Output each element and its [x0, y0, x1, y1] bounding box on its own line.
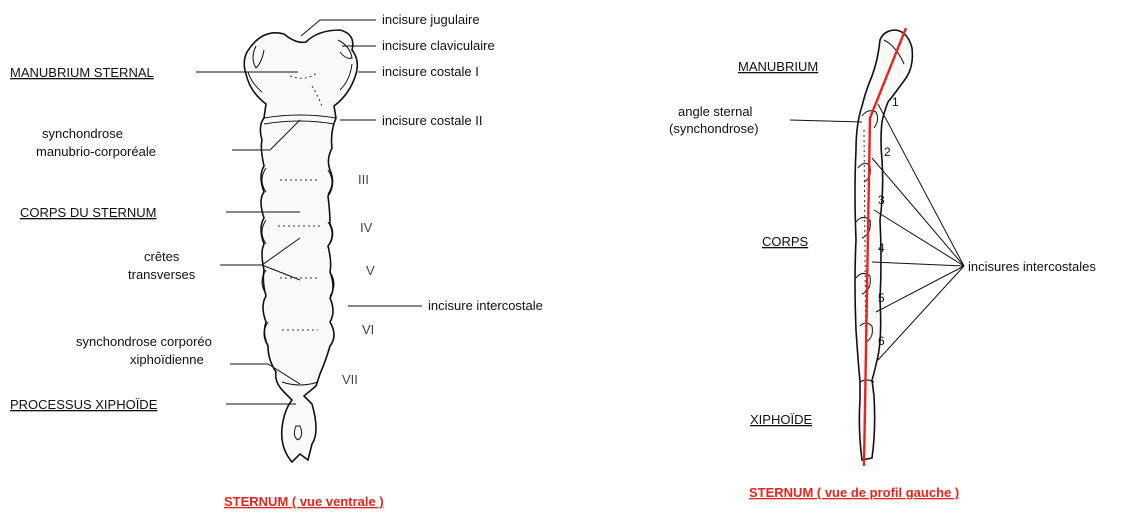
label-xiphoide: XIPHOÏDE: [750, 412, 812, 427]
label-synchondrose-xiph-2: xiphoïdienne: [130, 352, 204, 367]
label-corps: CORPS: [762, 234, 809, 249]
leader-jugulaire: [300, 19, 376, 37]
ventral-leaders: [196, 19, 422, 405]
label-manubrium-sternal: MANUBRIUM STERNAL: [10, 65, 154, 80]
label-corps-du-sternum: CORPS DU STERNUM: [20, 205, 157, 220]
leader-cretes-b: [261, 264, 301, 281]
costal-notch-6-right: [329, 321, 335, 347]
label-manubrium: MANUBRIUM: [738, 59, 818, 74]
profile-num-5: 5: [878, 291, 885, 305]
label-incisure-claviculaire: incisure claviculaire: [382, 38, 495, 53]
roman-VI: VI: [362, 322, 374, 337]
costal-notch-5-right: [329, 271, 335, 297]
profile-num-2: 2: [884, 145, 891, 159]
costal-notch-6-left: [263, 321, 269, 347]
label-incisure-intercostale: incisure intercostale: [428, 298, 543, 313]
leader-synchondrose: [232, 119, 301, 151]
leader-ic-2: [871, 157, 965, 267]
label-synchondrose-2: manubrio-corporéale: [36, 144, 156, 159]
profile-notch-5: [859, 322, 873, 343]
leader-ic-6: [877, 265, 965, 361]
profile-title: STERNUM ( vue de profil gauche ): [749, 485, 959, 500]
costal-notch-3-right: [327, 169, 333, 195]
roman-III: III: [358, 172, 369, 187]
leader-ic-4: [871, 261, 965, 267]
leader-ic-1: [877, 103, 965, 267]
profile-num-3: 3: [878, 193, 885, 207]
label-angle-sternal-2: (synchondrose): [669, 121, 759, 136]
label-cretes-2: transverses: [128, 267, 196, 282]
clavicular-notch-right: [337, 39, 353, 59]
label-incisures-intercostales: incisures intercostales: [968, 259, 1096, 274]
manubrium-ridge: [289, 71, 319, 79]
roman-VII: VII: [342, 372, 358, 387]
profile-axis-line: [862, 27, 908, 467]
profile-labels: MANUBRIUM angle sternal (synchondrose) C…: [669, 59, 1096, 500]
profile-notch-3: [855, 216, 871, 239]
ventral-title: STERNUM ( vue ventrale ): [224, 494, 384, 509]
costal-notch-3-left: [261, 167, 267, 193]
ventral-sternum-figure: [243, 29, 359, 464]
label-processus-xiphoide: PROCESSUS XIPHOÏDE: [10, 397, 158, 412]
costal-notch-5-left: [261, 269, 267, 295]
manubrio-corporeal-band: [263, 114, 337, 119]
roman-V: V: [366, 263, 375, 278]
ventral-bone-outline: [243, 29, 359, 464]
ventral-labels: incisure jugulaire incisure claviculaire…: [10, 12, 543, 509]
manubrium-ridge-2: [311, 85, 323, 107]
profile-num-1: 1: [892, 95, 899, 109]
clavicular-notch-left: [252, 45, 265, 69]
label-incisure-jugulaire: incisure jugulaire: [382, 12, 480, 27]
xiphoid-hole: [293, 425, 303, 441]
profile-angle-notch: [861, 110, 879, 129]
profile-leaders: [789, 103, 965, 361]
costal-notch-1-right: [339, 63, 353, 91]
leader-ic-3: [873, 209, 965, 267]
label-synchondrose-xiph-1: synchondrose corporéo: [76, 334, 212, 349]
profile-num-4: 4: [878, 241, 885, 255]
profile-sternum-figure: [854, 27, 914, 467]
roman-IV: IV: [360, 220, 373, 235]
costal-notch-1-left: [247, 71, 263, 93]
leader-synchondrose-xiph: [230, 363, 301, 385]
leader-angle-sternal: [789, 119, 863, 123]
costal-notch-4-left: [261, 219, 267, 245]
label-angle-sternal-1: angle sternal: [678, 104, 753, 119]
leader-ic-5: [875, 265, 965, 313]
label-cretes-1: crêtes: [144, 249, 180, 264]
profile-manubrium-edge: [883, 39, 905, 65]
xiphoid-junction: [281, 381, 319, 386]
label-synchondrose-1: synchondrose: [42, 126, 123, 141]
label-incisure-costale-1: incisure costale I: [382, 64, 479, 79]
label-incisure-costale-2: incisure costale II: [382, 113, 482, 128]
profile-num-6: 6: [878, 334, 885, 348]
costal-notch-4-right: [327, 221, 333, 247]
